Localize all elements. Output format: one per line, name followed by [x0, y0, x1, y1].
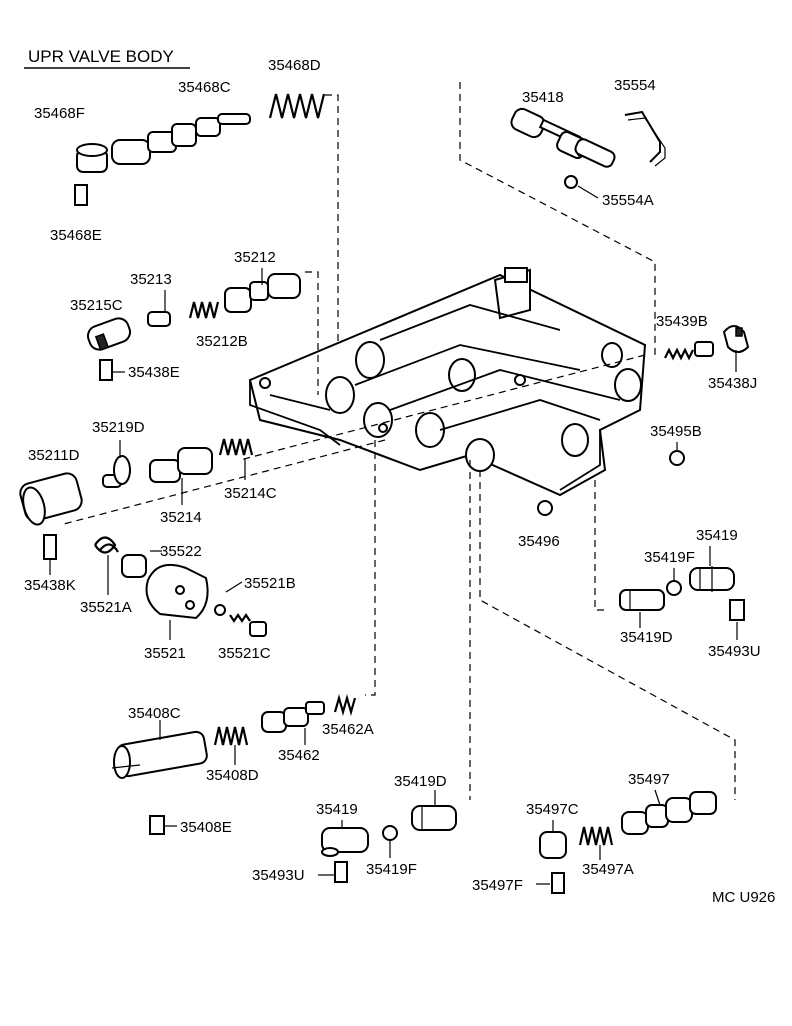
- label-35419-bottom: 35419: [316, 801, 358, 818]
- label-35438J: 35438J: [708, 375, 757, 392]
- label-35418: 35418: [522, 89, 564, 106]
- label-35493U-bottom: 35493U: [252, 867, 305, 884]
- valve-35408-group: [111, 693, 357, 835]
- diagram-title: UPR VALVE BODY: [28, 47, 174, 66]
- label-35493U-right: 35493U: [708, 643, 761, 660]
- label-35468D: 35468D: [268, 57, 321, 74]
- valve-35212-group: [86, 268, 301, 381]
- label-35438E: 35438E: [128, 364, 180, 381]
- valve-35418-group: [510, 107, 666, 199]
- label-35419D-bottom: 35419D: [394, 773, 447, 790]
- label-35408E: 35408E: [180, 819, 232, 836]
- label-35468C: 35468C: [178, 79, 231, 96]
- label-35554: 35554: [614, 77, 656, 94]
- label-35212: 35212: [234, 249, 276, 266]
- label-35419F-right: 35419F: [644, 549, 695, 566]
- label-35419-right: 35419: [696, 527, 738, 544]
- label-35214: 35214: [160, 509, 202, 526]
- label-35497: 35497: [628, 771, 670, 788]
- diagram-code: MC U926: [712, 889, 775, 906]
- valve-35419-bottom-group: [321, 790, 457, 883]
- label-35468F: 35468F: [34, 105, 85, 122]
- label-35521: 35521: [144, 645, 186, 662]
- label-35497C: 35497C: [526, 801, 579, 818]
- bolt-35439B-group: [664, 325, 750, 361]
- valve-35521-group: [94, 536, 267, 640]
- label-35554A: 35554A: [602, 192, 654, 209]
- label-35211D: 35211D: [28, 447, 80, 464]
- label-35438K: 35438K: [24, 577, 76, 594]
- label-35497A: 35497A: [582, 861, 634, 878]
- label-35468E: 35468E: [50, 227, 102, 244]
- label-35462A: 35462A: [322, 721, 374, 738]
- label-35495B: 35495B: [650, 423, 702, 440]
- label-35496: 35496: [518, 533, 560, 550]
- label-35521C: 35521C: [218, 645, 271, 662]
- valve-35497-group: [539, 789, 717, 894]
- part-labels: 35468F 35468C 35468D 35468E 35418 35554 …: [24, 57, 775, 906]
- valve-35468-group: [74, 93, 326, 206]
- label-35521A: 35521A: [80, 599, 132, 616]
- label-35215C: 35215C: [70, 297, 123, 314]
- assembly-guide-lines: [59, 82, 736, 800]
- label-35408D: 35408D: [206, 767, 259, 784]
- label-35522: 35522: [160, 543, 202, 560]
- label-35419F-bottom: 35419F: [366, 861, 417, 878]
- upper-valve-body: [248, 267, 647, 497]
- label-35462: 35462: [278, 747, 320, 764]
- label-35214C: 35214C: [224, 485, 277, 502]
- label-35419D-right: 35419D: [620, 629, 673, 646]
- label-35212B: 35212B: [196, 333, 248, 350]
- label-35219D: 35219D: [92, 419, 145, 436]
- label-35408C: 35408C: [128, 705, 181, 722]
- label-35497F: 35497F: [472, 877, 523, 894]
- label-35213: 35213: [130, 271, 172, 288]
- label-35439B: 35439B: [656, 313, 708, 330]
- valve-35211-group: [19, 438, 254, 560]
- valve-35419-right-group: [537, 450, 745, 621]
- label-35521B: 35521B: [244, 575, 296, 592]
